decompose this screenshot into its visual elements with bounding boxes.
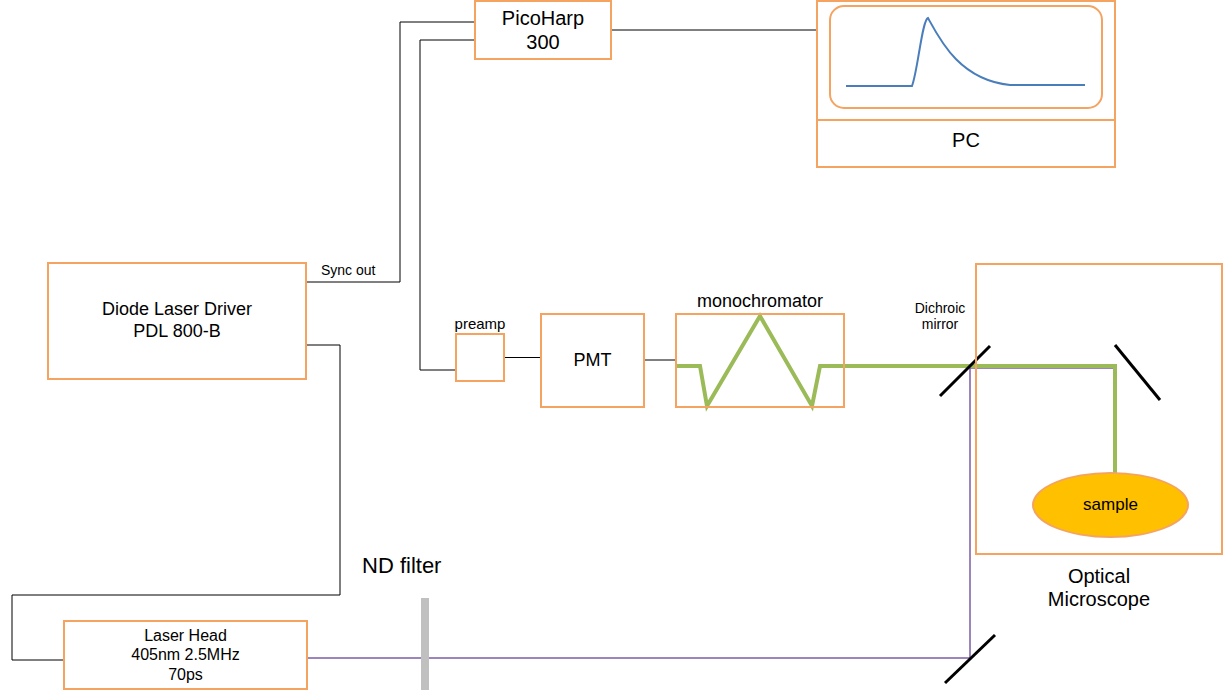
pc-screen [830, 6, 1102, 108]
node-text: sample [1083, 495, 1138, 515]
monochromator-box: monochromator [675, 313, 845, 408]
computer-box: PC [816, 0, 1116, 168]
decay-curve [846, 18, 1085, 86]
mirror-label: Dichroic mirror [905, 300, 975, 332]
laser-beam [308, 368, 1115, 658]
laser-head-box: Laser Head 405nm 2.5MHz 70ps [63, 620, 308, 690]
node-text: PMT [574, 350, 612, 372]
node-text: preamp [455, 315, 506, 332]
node-text: monochromator [697, 291, 823, 312]
node-text: Optical Microscope [1039, 565, 1159, 611]
pc-divider [816, 119, 1116, 121]
nd-filter [421, 598, 429, 690]
mirror [945, 635, 995, 683]
mirror [1115, 345, 1160, 400]
node-text: PC [952, 128, 980, 152]
driver-box: Diode Laser Driver PDL 800-B [47, 262, 307, 380]
node-text: PicoHarp 300 [488, 6, 598, 54]
node-text: Diode Laser Driver PDL 800-B [87, 299, 267, 342]
wire [645, 360, 675, 361]
sample-ellipse: sample [1032, 472, 1189, 538]
wire [307, 22, 474, 282]
node-text: Laser Head 405nm 2.5MHz 70ps [121, 626, 251, 684]
dichroic-mirror [940, 346, 990, 396]
device-box: PicoHarp 300 [474, 0, 612, 60]
signal-label: Sync out [321, 262, 375, 278]
wire [612, 30, 816, 31]
filter-label: ND filter [362, 553, 441, 579]
preamp-box: preamp [455, 333, 505, 382]
microscope-box: Optical Microscopesample [975, 263, 1223, 555]
detector-box: PMT [540, 313, 645, 408]
wire [505, 357, 540, 358]
wire [12, 345, 340, 660]
